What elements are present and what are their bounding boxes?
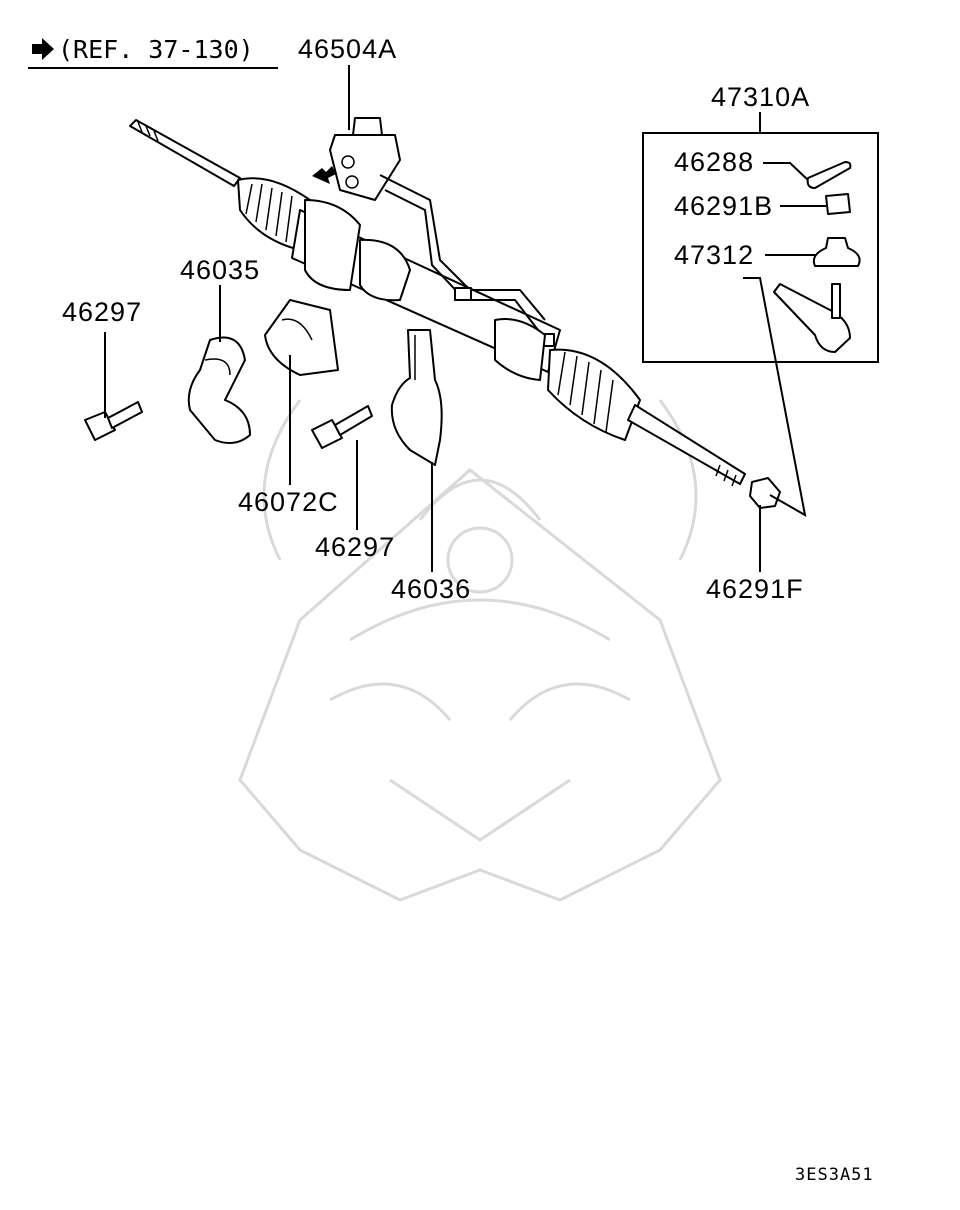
lock-nut[interactable] [749,477,781,509]
label-46297-center[interactable]: 46297 [315,532,395,562]
bolt-center[interactable] [311,405,373,449]
bushing[interactable] [264,299,339,376]
diagram-code: 3ES3A51 [795,1165,874,1185]
dust-boot-icon [812,237,861,267]
bolt-left[interactable] [84,401,143,441]
right-arrow-icon [32,38,54,60]
cotter-pin-icon [806,161,852,189]
label-46035[interactable]: 46035 [180,255,260,285]
clamp-left[interactable] [187,336,251,445]
label-46072c[interactable]: 46072C [238,487,339,517]
castle-nut-icon [825,193,851,215]
reference-text: (REF. 37-130) [58,35,254,64]
label-46291b[interactable]: 46291B [674,191,773,221]
clamp-right[interactable] [390,329,443,466]
label-47312[interactable]: 47312 [674,240,754,270]
label-46297-left[interactable]: 46297 [62,297,142,327]
steering-gear-assembly[interactable] [129,117,746,487]
label-46036[interactable]: 46036 [391,574,471,604]
label-46288[interactable]: 46288 [674,147,754,177]
leader-lines [104,65,826,572]
reference-link[interactable]: (REF. 37-130) [28,35,278,69]
label-46504a[interactable]: 46504A [298,34,397,64]
label-47310a[interactable]: 47310A [711,82,810,112]
label-46291f[interactable]: 46291F [706,574,804,604]
watermark-logo [238,399,722,902]
